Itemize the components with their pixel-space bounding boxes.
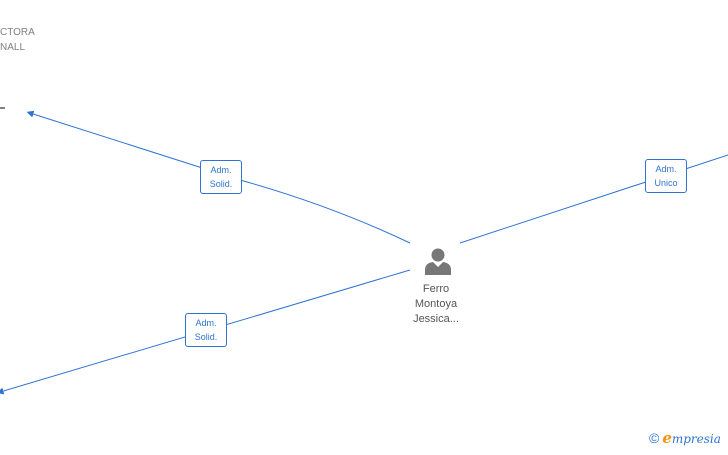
edge-to-company-top-left bbox=[26, 110, 411, 244]
role-line1: Adm. bbox=[210, 165, 232, 175]
copyright-icon: © bbox=[649, 430, 660, 446]
role-box-adm-solid-top[interactable]: Adm. Solid. bbox=[200, 160, 242, 194]
role-line1: Adm. bbox=[195, 318, 217, 328]
role-line2: Solid. bbox=[209, 179, 233, 189]
edge-to-company-right bbox=[459, 154, 728, 244]
empresia-logo: empresia bbox=[662, 429, 721, 447]
person-name-line3: Jessica... bbox=[413, 313, 459, 325]
role-line1: Adm. bbox=[655, 164, 677, 174]
role-box-adm-solid-bottom[interactable]: Adm. Solid. bbox=[185, 313, 227, 347]
person-icon[interactable] bbox=[423, 246, 453, 276]
company-node-marker bbox=[0, 107, 5, 109]
role-line2: Unico bbox=[654, 178, 678, 188]
brand-rest: mpresia bbox=[671, 432, 721, 446]
person-name[interactable]: Ferro Montoya Jessica... bbox=[386, 282, 486, 327]
brand-initial: e bbox=[662, 429, 672, 447]
person-name-line1: Ferro bbox=[422, 283, 450, 295]
company-name-top-left[interactable]: CTORA NALL bbox=[0, 27, 35, 53]
person-name-line2: Montoya bbox=[414, 298, 458, 310]
role-line2: Solid. bbox=[194, 332, 218, 342]
role-box-adm-unico[interactable]: Adm. Unico bbox=[645, 159, 687, 193]
empresia-footer[interactable]: © empresia bbox=[649, 428, 721, 448]
